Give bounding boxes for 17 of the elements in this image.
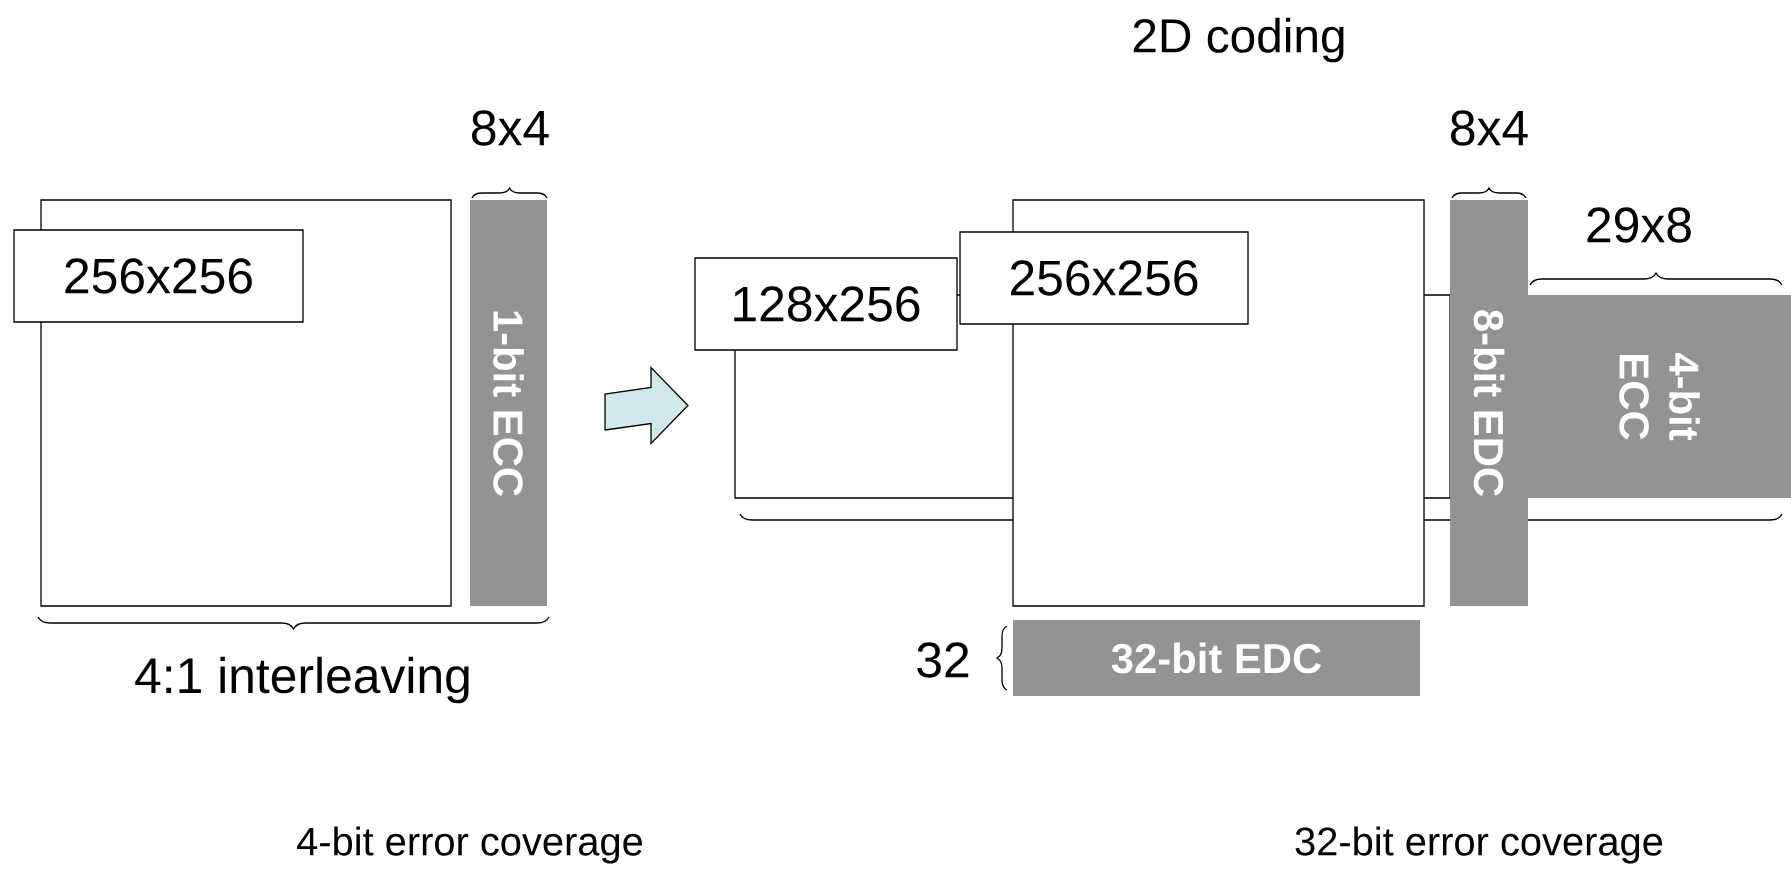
caption-text: 4-bit error coverage: [297, 826, 643, 864]
vertical-bar: 8-bit EDC: [1450, 200, 1528, 606]
dimension-label: 29x8: [1587, 207, 1691, 243]
horizontal-bar: 32-bit EDC: [1013, 620, 1420, 696]
caption-text: 4:1 interleaving: [135, 656, 469, 704]
block-arrow: [604, 365, 689, 446]
size-label-box: 256x256: [13, 229, 304, 323]
dimension-label: 8x4: [1451, 110, 1528, 146]
heading: 2D coding: [1133, 17, 1344, 63]
node-label: 4-bit ECC: [1619, 352, 1700, 441]
code-block: 4-bit ECC: [1528, 295, 1791, 498]
dimension-label: 32: [917, 642, 969, 678]
vertical-bar: 1-bit ECC: [470, 200, 547, 606]
caption-text: 32-bit error coverage: [1295, 826, 1663, 864]
dimension-label: 8x4: [472, 110, 549, 146]
size-label-box: 128x256: [694, 257, 958, 351]
size-label-box: 256x256: [959, 231, 1249, 325]
